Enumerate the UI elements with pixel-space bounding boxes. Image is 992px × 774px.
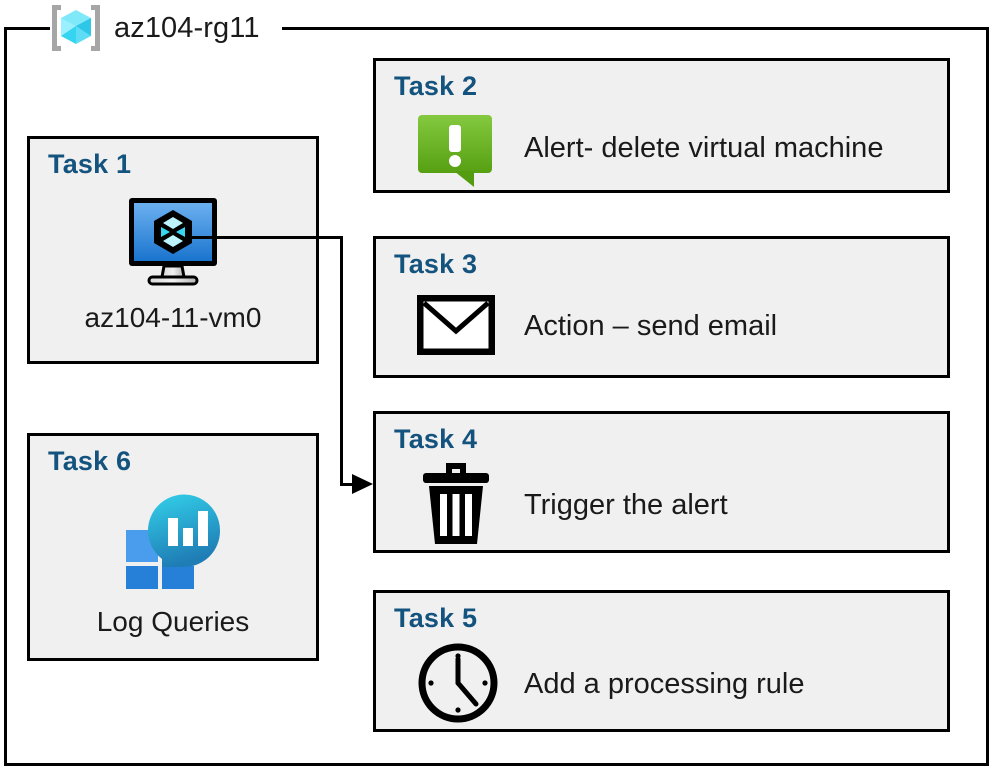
task-6-caption: Log Queries (96, 606, 250, 637)
task-2-label: Alert- delete virtual machine (524, 132, 884, 164)
connector-arrowhead-icon (352, 474, 373, 494)
resource-group-frame-top-right (282, 27, 989, 30)
task-2-box[interactable]: Task 2 Alert- delete virtual machine (373, 58, 950, 193)
azure-resource-group-cube-icon (48, 2, 104, 54)
task-2-title: Task 2 (394, 71, 478, 101)
task-4-label: Trigger the alert (524, 489, 728, 521)
resource-group-label: az104-rg11 (114, 11, 260, 44)
task-6-title: Task 6 (48, 446, 132, 476)
clock-icon (416, 641, 500, 725)
task-3-box[interactable]: Task 3 Action – send email (373, 236, 950, 378)
task-5-box[interactable]: Task 5 Add a processing rule (373, 590, 950, 732)
resource-group-frame (4, 27, 989, 766)
task-5-title: Task 5 (394, 603, 478, 633)
task-1-box[interactable]: Task 1 (27, 136, 319, 364)
task-6-box[interactable]: Task 6 Log Queri (27, 433, 319, 661)
log-analytics-icon (30, 488, 316, 589)
connector-segment-vertical (340, 236, 343, 485)
task-4-title: Task 4 (394, 424, 478, 454)
alert-green-exclamation-icon (414, 111, 496, 189)
task-5-label: Add a processing rule (524, 668, 805, 700)
task-3-label: Action – send email (524, 310, 778, 342)
task-4-box[interactable]: Task 4 Trigger the alert (373, 411, 950, 553)
task-1-title: Task 1 (48, 149, 132, 179)
task-3-title: Task 3 (394, 249, 478, 279)
virtual-machine-monitor-icon (30, 195, 316, 287)
resource-group-frame-top-left (4, 27, 50, 30)
task-1-caption: az104-11-vm0 (84, 302, 262, 333)
trash-can-icon (420, 461, 492, 546)
email-envelope-icon (417, 295, 495, 355)
connector-segment-horizontal-top (188, 236, 343, 239)
resource-group-header: az104-rg11 (48, 0, 260, 56)
